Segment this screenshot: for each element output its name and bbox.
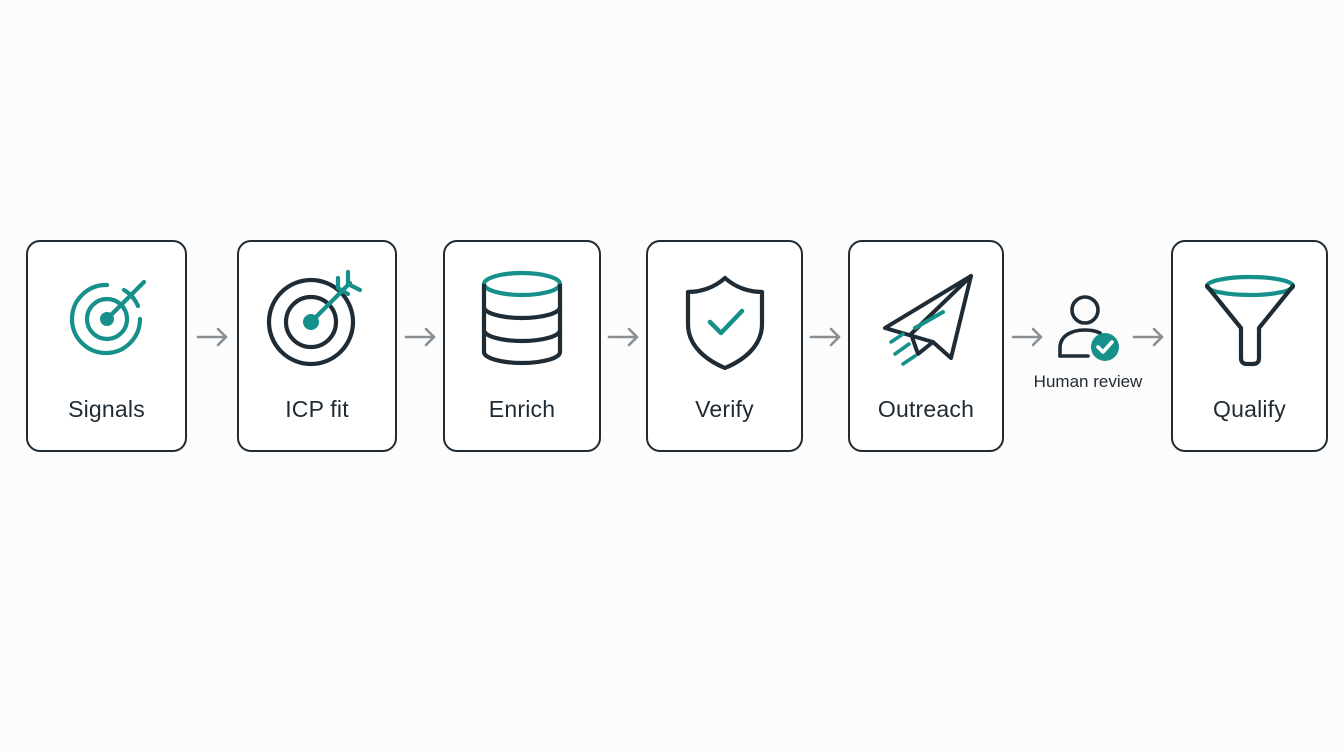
arrow-right-icon bbox=[809, 327, 841, 347]
step-card-icp-fit: ICP fit bbox=[237, 240, 397, 452]
arrow-right-icon bbox=[1011, 327, 1043, 347]
target-arrow-icon bbox=[266, 269, 363, 367]
database-icon bbox=[481, 270, 563, 366]
step-label: Outreach bbox=[877, 396, 975, 422]
arrow-right-icon bbox=[607, 327, 639, 347]
human-review-label: Human review bbox=[1033, 372, 1143, 391]
step-card-enrich: Enrich bbox=[443, 240, 601, 452]
step-card-signals: Signals bbox=[26, 240, 187, 452]
arrow-right-icon bbox=[196, 327, 228, 347]
paper-plane-icon bbox=[883, 274, 973, 366]
step-card-qualify: Qualify bbox=[1171, 240, 1328, 452]
step-card-verify: Verify bbox=[646, 240, 803, 452]
human-review-step: Human review bbox=[1020, 286, 1156, 396]
user-check-icon bbox=[1058, 295, 1119, 361]
funnel-icon bbox=[1204, 274, 1295, 367]
step-label: Qualify bbox=[1213, 396, 1286, 422]
step-label: Enrich bbox=[488, 396, 556, 422]
arrow-right-icon bbox=[1132, 327, 1164, 347]
step-label: ICP fit bbox=[285, 396, 349, 422]
shield-check-icon bbox=[685, 275, 764, 371]
arrow-right-icon bbox=[404, 327, 436, 347]
step-label: Verify bbox=[695, 396, 754, 422]
step-card-outreach: Outreach bbox=[848, 240, 1004, 452]
radar-target-icon bbox=[69, 279, 146, 356]
step-label: Signals bbox=[68, 396, 145, 422]
